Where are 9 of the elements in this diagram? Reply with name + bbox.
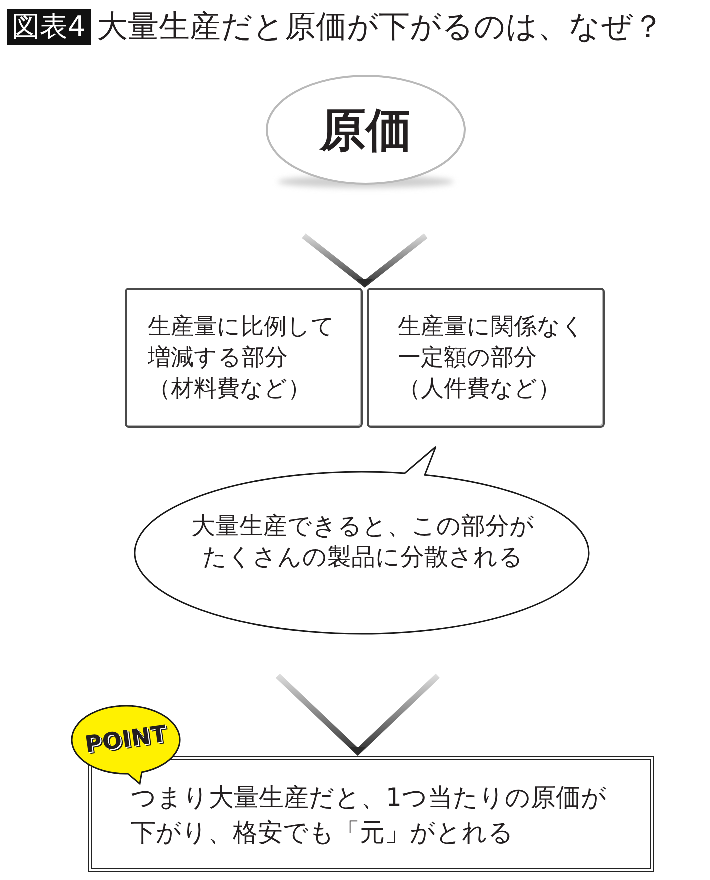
node-text: 原価 bbox=[320, 102, 412, 159]
title: 大量生産だと原価が下がるのは、なぜ？ bbox=[97, 8, 664, 47]
figure-label: 図表4 bbox=[7, 9, 91, 45]
chevron-arrow bbox=[302, 233, 429, 288]
node-text: 大量生産できると、この部分がたくさんの製品に分散される bbox=[190, 511, 536, 573]
text-box: つまり大量生産だと、1つ当たりの原価が下がり、格安でも「元」がとれる bbox=[88, 756, 654, 872]
text-box: 生産量に関係なく一定額の部分（人件費など） bbox=[367, 288, 605, 428]
text-box: 生産量に比例して増減する部分（材料費など） bbox=[125, 288, 363, 428]
chevron-arrow bbox=[276, 673, 441, 756]
